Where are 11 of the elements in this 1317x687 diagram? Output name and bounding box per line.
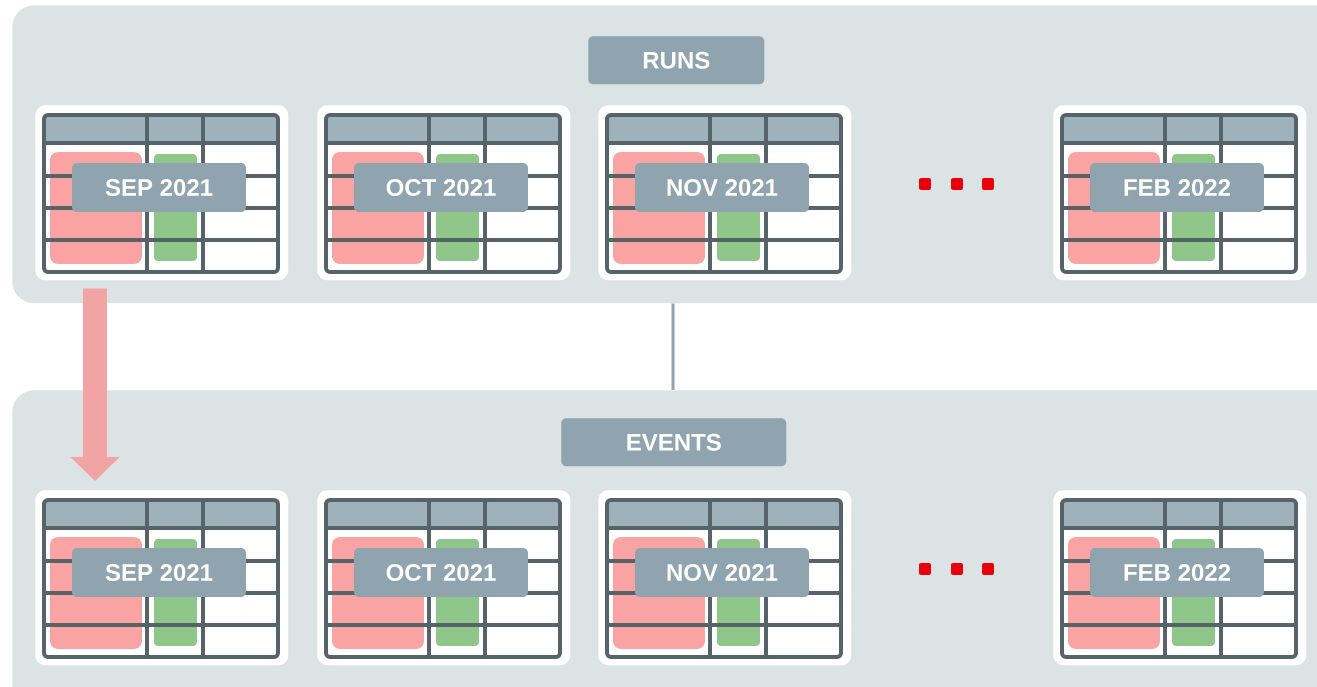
month-label: NOV 2021 <box>635 548 809 597</box>
month-label: SEP 2021 <box>72 548 246 597</box>
month-label: OCT 2021 <box>354 548 528 597</box>
heading-label: EVENTS <box>561 418 787 467</box>
connector-line <box>671 303 675 390</box>
month-label: SEP 2021 <box>72 163 246 212</box>
month-label: FEB 2022 <box>1090 548 1264 597</box>
month-label: NOV 2021 <box>635 163 809 212</box>
month-label: OCT 2021 <box>354 163 528 212</box>
month-label: FEB 2022 <box>1090 163 1264 212</box>
heading-label: RUNS <box>588 36 765 85</box>
